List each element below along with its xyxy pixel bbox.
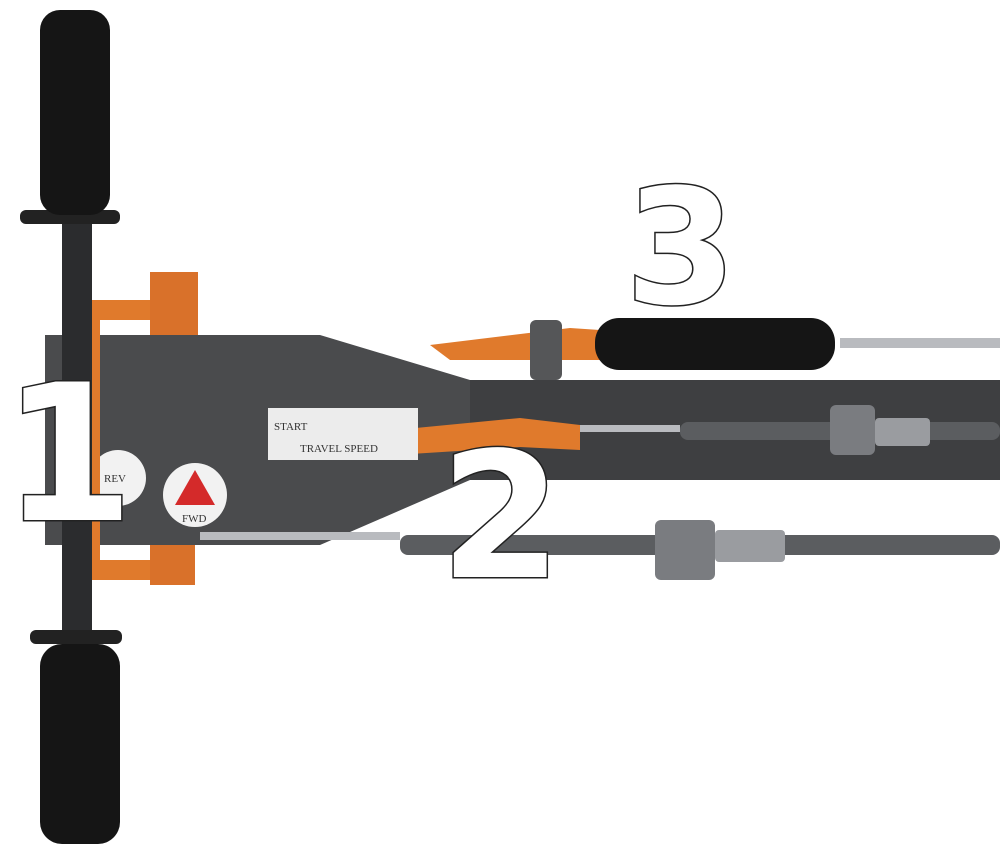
fwd-arrow [175, 470, 215, 505]
top-grip [40, 10, 110, 215]
callout-1: 1 [0, 344, 135, 565]
lower-cable-rod [200, 532, 400, 540]
lower-cable-nut [655, 520, 715, 580]
orange-bracket-bottom [150, 545, 195, 585]
upper-cable-sleeve [875, 418, 930, 446]
rev-label: REV [104, 473, 126, 485]
travel-speed-decal [268, 408, 418, 460]
callout-2: 2 [439, 416, 564, 619]
control-panel-plate [45, 335, 470, 545]
top-cable-rod [840, 338, 1000, 348]
callout-3: 3 [623, 154, 737, 341]
orange-bracket-top [150, 272, 198, 335]
upper-cable-nut [830, 405, 875, 455]
vertical-handlebar [62, 215, 92, 640]
orange-lever-arm-2 [395, 418, 580, 455]
black-grip-3 [595, 318, 835, 370]
orange-lever-arm-3 [430, 328, 600, 360]
rev-disc [90, 450, 146, 506]
start-label: START [274, 421, 308, 433]
upper-cable-rod [520, 425, 680, 432]
lever-pivot-post [530, 320, 562, 380]
handlebar-flange-bottom [30, 630, 122, 644]
bottom-grip [40, 644, 120, 844]
fwd-label: FWD [182, 513, 207, 525]
lower-cable-sleeve [715, 530, 785, 562]
travel-speed-label: TRAVEL SPEED [300, 443, 378, 455]
